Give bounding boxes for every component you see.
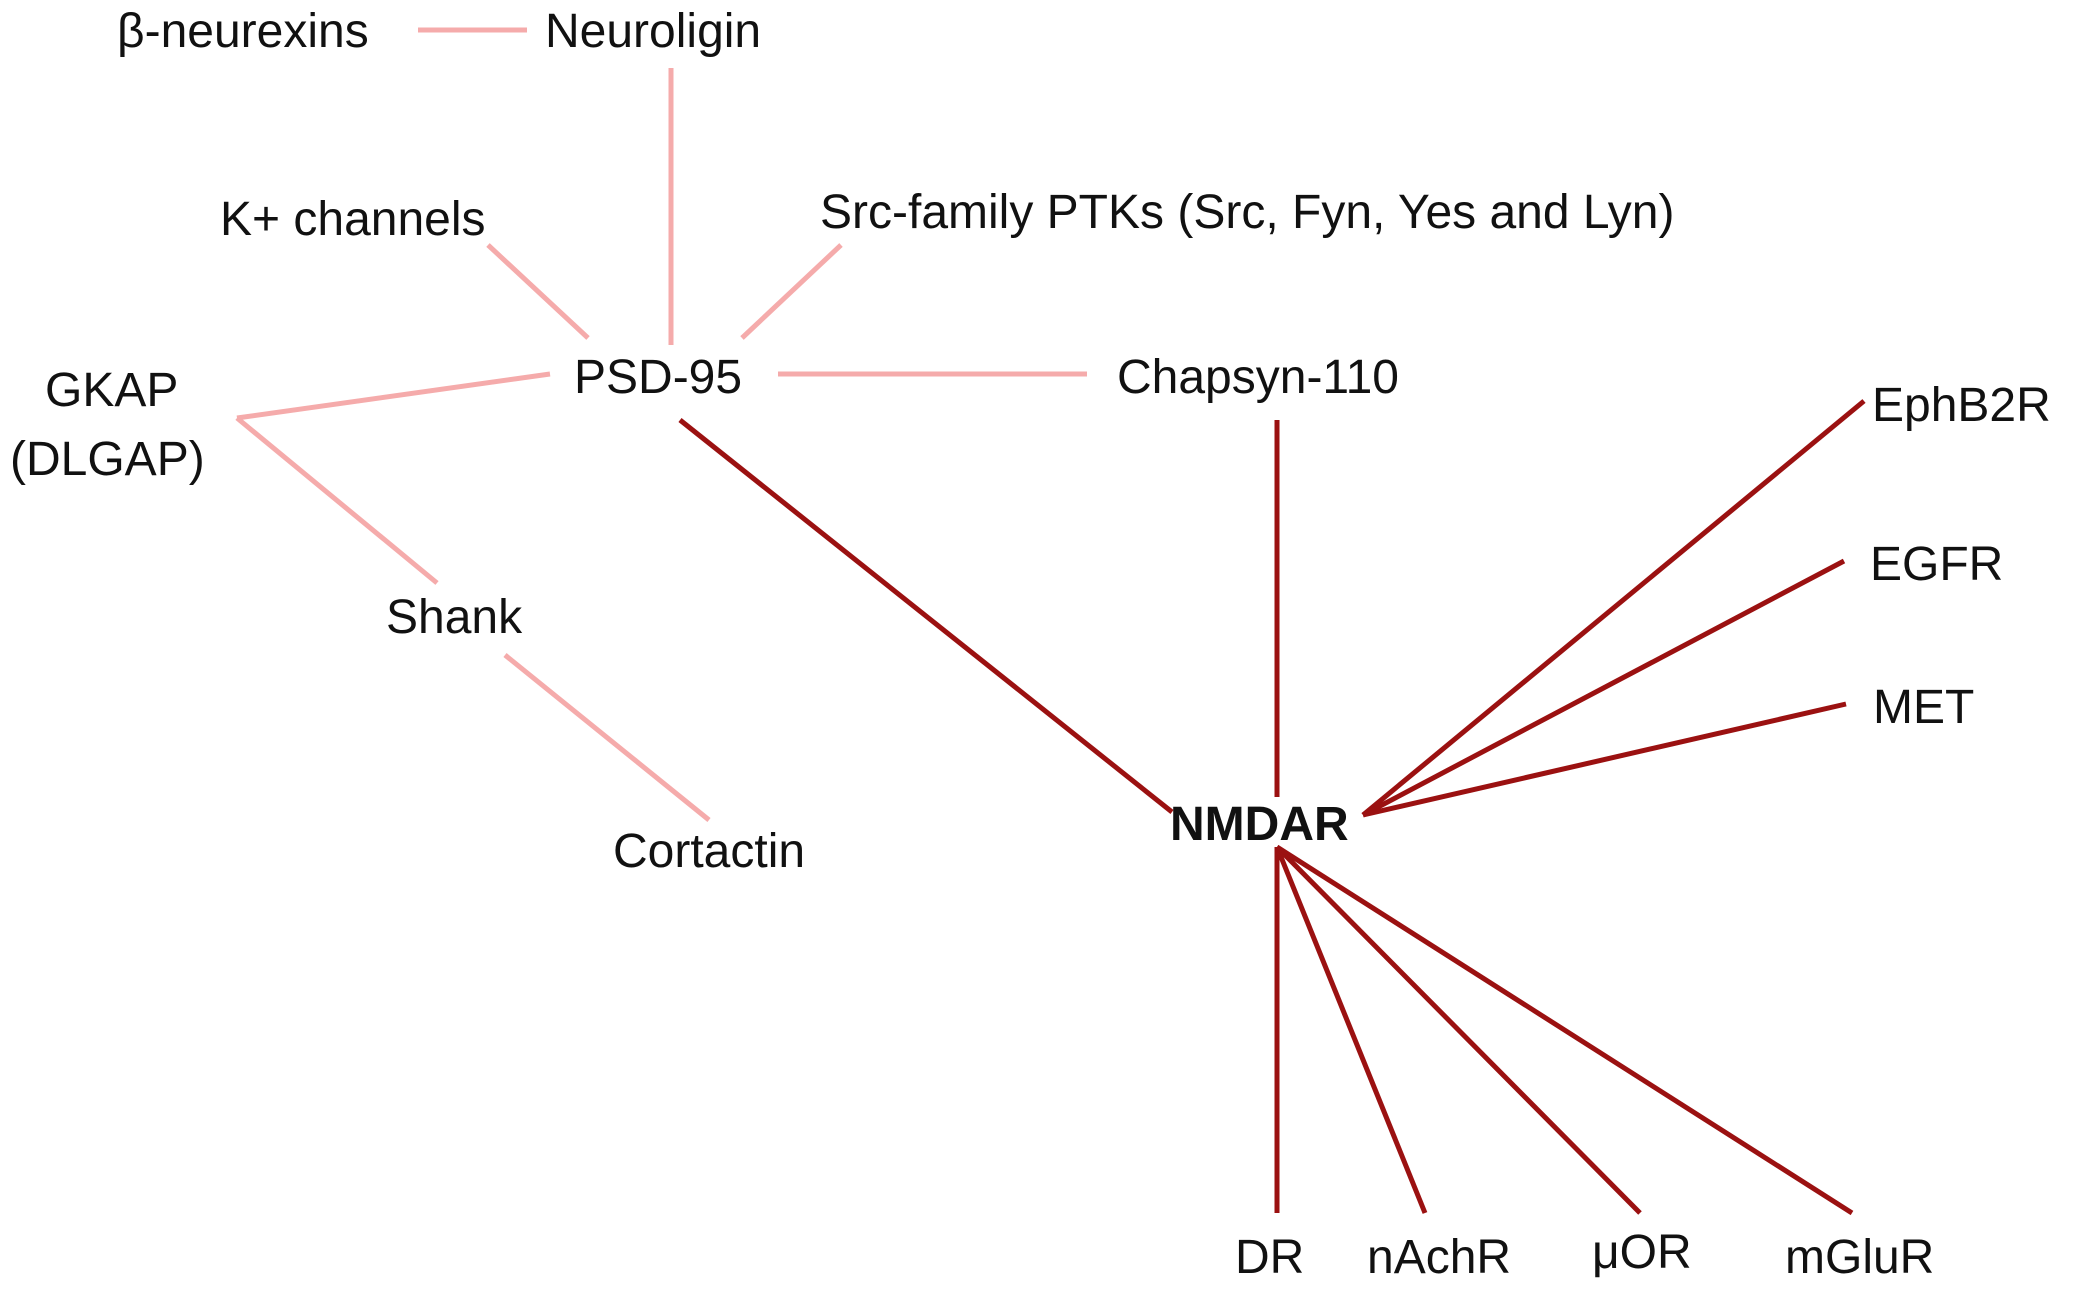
node-ephb2r: EphB2R [1872,379,2051,432]
node-egfr: EGFR [1870,538,2003,591]
edge-nmdar-mor [1275,845,1642,1215]
node-psd95: PSD-95 [574,351,742,404]
edge-nmdar-ephb2r [1361,399,1866,817]
dark-edges [678,399,1866,1216]
edge-kchannels-psd95 [486,243,590,340]
edge-nmdar-nachr [1274,846,1428,1214]
node-chapsyn-110: Chapsyn-110 [1117,351,1399,404]
node-met: MET [1873,681,1974,734]
node-shank: Shank [386,591,523,644]
node-cortactin: Cortactin [613,825,805,878]
edge-gkap-shank [235,416,439,585]
node-src-family-ptks: Src-family PTKs (Src, Fyn, Yes and Lyn) [820,186,1674,239]
node-gkap-line2: (DLGAP) [10,433,205,486]
node-gkap-line1: GKAP [45,364,178,417]
light-edges [235,27,1087,822]
node-beta-neurexins: β-neurexins [117,5,369,58]
node-nachr: nAchR [1367,1231,1511,1284]
node-neuroligin: Neuroligin [545,5,761,58]
node-dr: DR [1235,1231,1304,1284]
edge-nmdar-mglur [1275,844,1854,1216]
edge-src-psd95 [740,243,843,340]
node-mglur: mGluR [1785,1231,1934,1284]
node-nmdar: NMDAR [1170,798,1349,851]
node-labels: β-neurexins Neuroligin K+ channels Src-f… [10,5,2051,1284]
node-mu-or: μOR [1592,1226,1692,1279]
edge-nmdar-egfr [1361,558,1846,818]
edge-nmdar-met [1362,701,1847,818]
edge-shank-cortactin [503,653,711,822]
node-k-channels: K+ channels [220,193,486,246]
edge-gkap-psd95 [236,371,551,421]
edge-psd95-nmdar [678,418,1174,814]
